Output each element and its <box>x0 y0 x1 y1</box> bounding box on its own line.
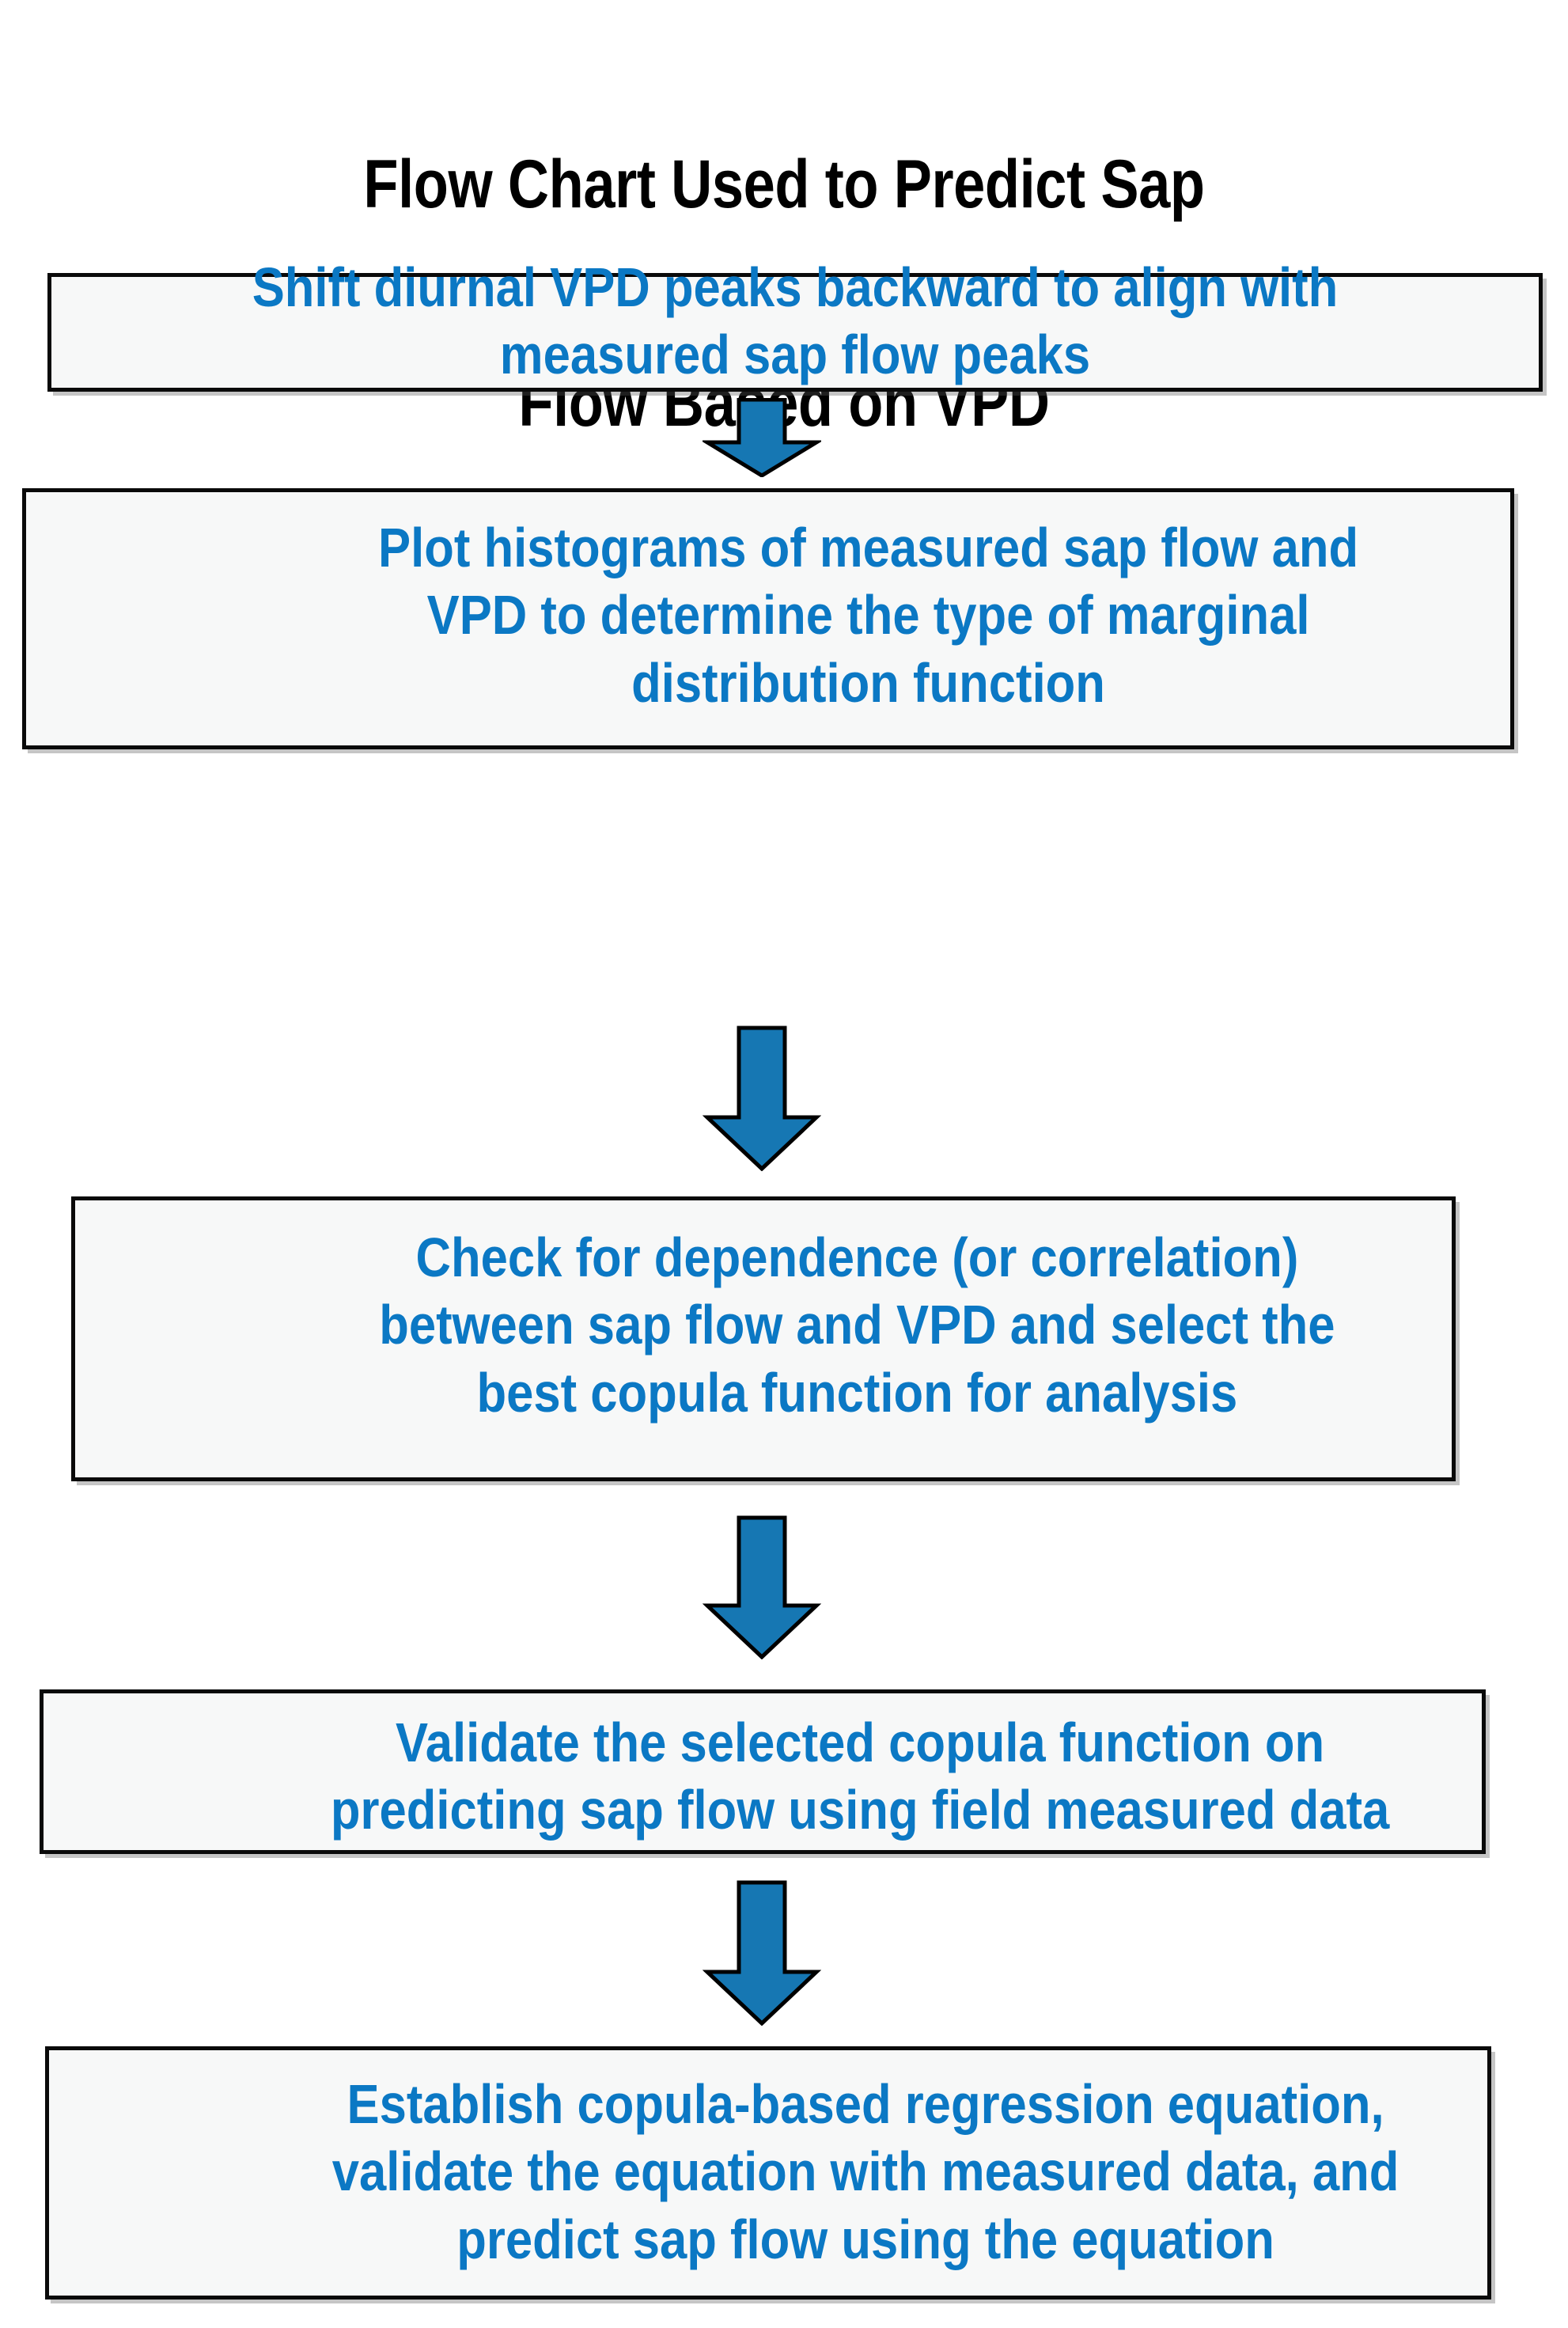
flowchart-node-step-1[interactable]: Shift diurnal VPD peaks backward to alig… <box>47 256 1543 392</box>
flowchart-node-step-1-label: Shift diurnal VPD peaks backward to alig… <box>252 256 1339 385</box>
figure-title-line-1: Flow Chart Used to Predict Sap <box>363 146 1205 222</box>
connector-arrow-step-2-to-step-3 <box>703 1026 821 1171</box>
flowchart-node-step-5[interactable]: Establish copula-based regression equati… <box>45 2046 1491 2300</box>
flowchart-node-step-3[interactable]: Check for dependence (or correlation) be… <box>71 1196 1456 1481</box>
flowchart-node-step-2[interactable]: Plot histograms of measured sap flow and… <box>22 488 1514 749</box>
down-arrow-icon <box>703 1026 821 1171</box>
down-arrow-icon <box>703 1880 821 2026</box>
flowchart-node-step-4-label: Validate the selected copula function on… <box>330 1712 1390 1841</box>
connector-arrow-step-4-to-step-5 <box>703 1880 821 2026</box>
down-arrow-icon <box>703 1515 821 1659</box>
connector-arrow-step-3-to-step-4 <box>703 1515 821 1659</box>
flowchart-node-step-5-label: Establish copula-based regression equati… <box>331 2073 1399 2270</box>
down-arrow-icon <box>703 398 821 477</box>
flowchart-node-step-2-label: Plot histograms of measured sap flow and… <box>378 517 1359 714</box>
connector-arrow-step-1-to-step-2 <box>703 398 821 477</box>
flowchart-node-step-3-label: Check for dependence (or correlation) be… <box>379 1227 1335 1424</box>
flowchart-node-step-4[interactable]: Validate the selected copula function on… <box>40 1689 1486 1854</box>
